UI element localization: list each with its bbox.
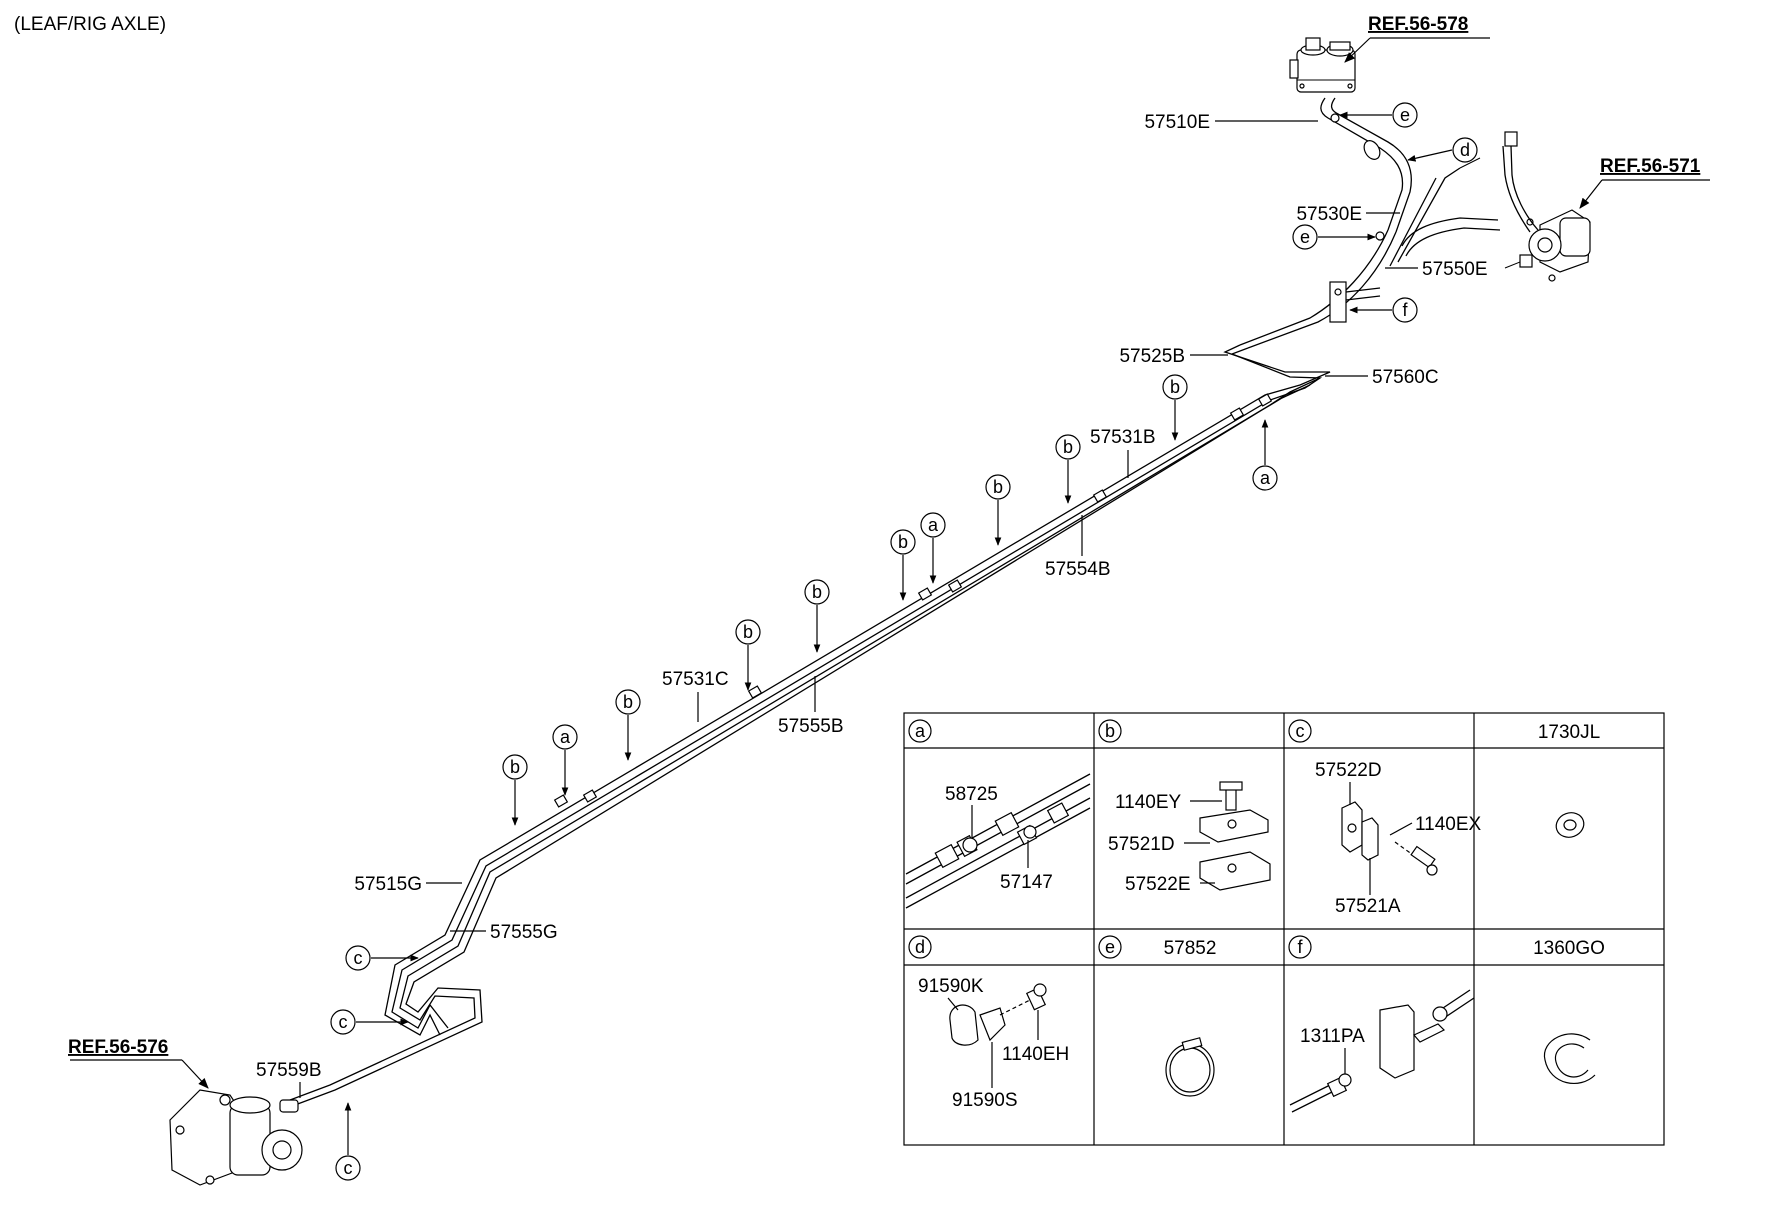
ref-56-576-label: REF.56-576 (68, 1037, 168, 1058)
callout-b-2: b (1055, 434, 1081, 504)
cell-b-57521D: 57521D (1108, 834, 1175, 855)
svg-text:d: d (1460, 140, 1470, 160)
svg-text:a: a (1260, 468, 1271, 488)
table-header-f: f (1288, 935, 1312, 959)
cell-f-1311PA: 1311PA (1300, 1026, 1365, 1047)
cell-f-drawing (1289, 989, 1475, 1113)
callout-b-4: b (890, 529, 916, 601)
pump-part (1504, 209, 1591, 282)
table-header-1360GO: 1360GO (1533, 938, 1605, 959)
cell-d-91590K: 91590K (918, 976, 984, 997)
svg-text:b: b (743, 622, 753, 642)
cell-c-1140EX: 1140EX (1415, 814, 1482, 835)
cell-b-drawing (1199, 781, 1271, 891)
svg-text:d: d (915, 937, 925, 957)
callout-b-5: b (804, 579, 830, 653)
svg-text:a: a (915, 721, 926, 741)
svg-text:b: b (1063, 437, 1073, 457)
svg-text:e: e (1400, 105, 1410, 125)
cell-b-57522E: 57522E (1125, 874, 1191, 895)
label-57515G: 57515G (354, 874, 422, 895)
cell-a-drawing (905, 773, 1091, 909)
label-57555B: 57555B (778, 716, 844, 737)
callout-e-top: e (1339, 102, 1418, 128)
table-header-e: e (1098, 935, 1122, 959)
label-57525B: 57525B (1119, 346, 1185, 367)
callout-b-1: b (1162, 374, 1188, 441)
callout-d: d (1407, 137, 1478, 163)
svg-text:f: f (1297, 937, 1303, 957)
svg-text:b: b (812, 582, 822, 602)
svg-text:f: f (1402, 300, 1408, 320)
label-57530E: 57530E (1296, 204, 1362, 225)
label-57550E: 57550E (1422, 259, 1488, 280)
svg-text:b: b (1105, 721, 1115, 741)
cell-d-1140EH: 1140EH (1002, 1044, 1069, 1065)
label-57510E: 57510E (1144, 112, 1210, 133)
diagram-title: (LEAF/RIG AXLE) (14, 14, 166, 35)
svg-text:c: c (1296, 721, 1305, 741)
label-57531B: 57531B (1090, 427, 1156, 448)
label-57554B: 57554B (1045, 559, 1111, 580)
cell-d-91590S: 91590S (952, 1090, 1018, 1111)
ref-56-578-label: REF.56-578 (1368, 14, 1468, 35)
callout-b-8: b (502, 754, 528, 826)
table-header-b: b (1098, 719, 1122, 743)
label-57560C: 57560C (1372, 367, 1439, 388)
cell-a-58725: 58725 (945, 784, 998, 805)
parts-table: a b c 1730JL d e 57852 f 1360GO (903, 712, 1665, 1146)
snap-ring-1360GO-drawing (1543, 1033, 1596, 1084)
svg-text:b: b (623, 692, 633, 712)
svg-text:c: c (354, 948, 363, 968)
cell-b-1140EY: 1140EY (1115, 792, 1182, 813)
callout-b-6: b (735, 619, 761, 691)
label-57531C: 57531C (662, 669, 729, 690)
callout-b-3: b (985, 474, 1011, 546)
callout-a-right: a (1252, 419, 1278, 491)
cell-d-drawing (949, 983, 1047, 1046)
callout-c-1: c (345, 945, 419, 971)
callout-c-3: c (335, 1102, 361, 1181)
svg-text:b: b (510, 757, 520, 777)
svg-text:c: c (344, 1158, 353, 1178)
svg-text:e: e (1105, 937, 1115, 957)
table-header-a: a (908, 719, 932, 743)
callout-b-7: b (615, 689, 641, 761)
washer-1730JL-drawing (1555, 812, 1585, 838)
cell-c-drawing (1341, 801, 1438, 876)
reservoir-part (1289, 37, 1356, 93)
table-header-c: c (1288, 719, 1312, 743)
table-header-57852: 57852 (1164, 938, 1217, 959)
callout-f: f (1349, 297, 1418, 323)
label-57555G: 57555G (490, 922, 558, 943)
cell-c-57522D: 57522D (1315, 760, 1382, 781)
hose-clamp-57852-drawing (1165, 1037, 1215, 1097)
callout-e-mid: e (1292, 224, 1376, 250)
cell-a-57147: 57147 (1000, 872, 1053, 893)
callout-c-2: c (330, 1009, 409, 1035)
svg-text:b: b (993, 477, 1003, 497)
cell-c-57521A: 57521A (1335, 896, 1401, 917)
main-pipe-run (289, 344, 1331, 1106)
svg-text:e: e (1300, 227, 1310, 247)
table-header-1730JL: 1730JL (1538, 722, 1600, 743)
label-57559B: 57559B (256, 1060, 322, 1081)
callout-a-left: a (552, 724, 578, 796)
steering-gear-part (169, 1089, 303, 1186)
upper-hoses (1239, 97, 1539, 349)
table-header-d: d (908, 935, 932, 959)
svg-text:c: c (339, 1012, 348, 1032)
svg-text:a: a (560, 727, 571, 747)
svg-text:b: b (1170, 377, 1180, 397)
callout-a-mid: a (920, 512, 946, 584)
svg-text:a: a (928, 515, 939, 535)
svg-text:b: b (898, 532, 908, 552)
ref-56-571-label: REF.56-571 (1600, 156, 1701, 177)
